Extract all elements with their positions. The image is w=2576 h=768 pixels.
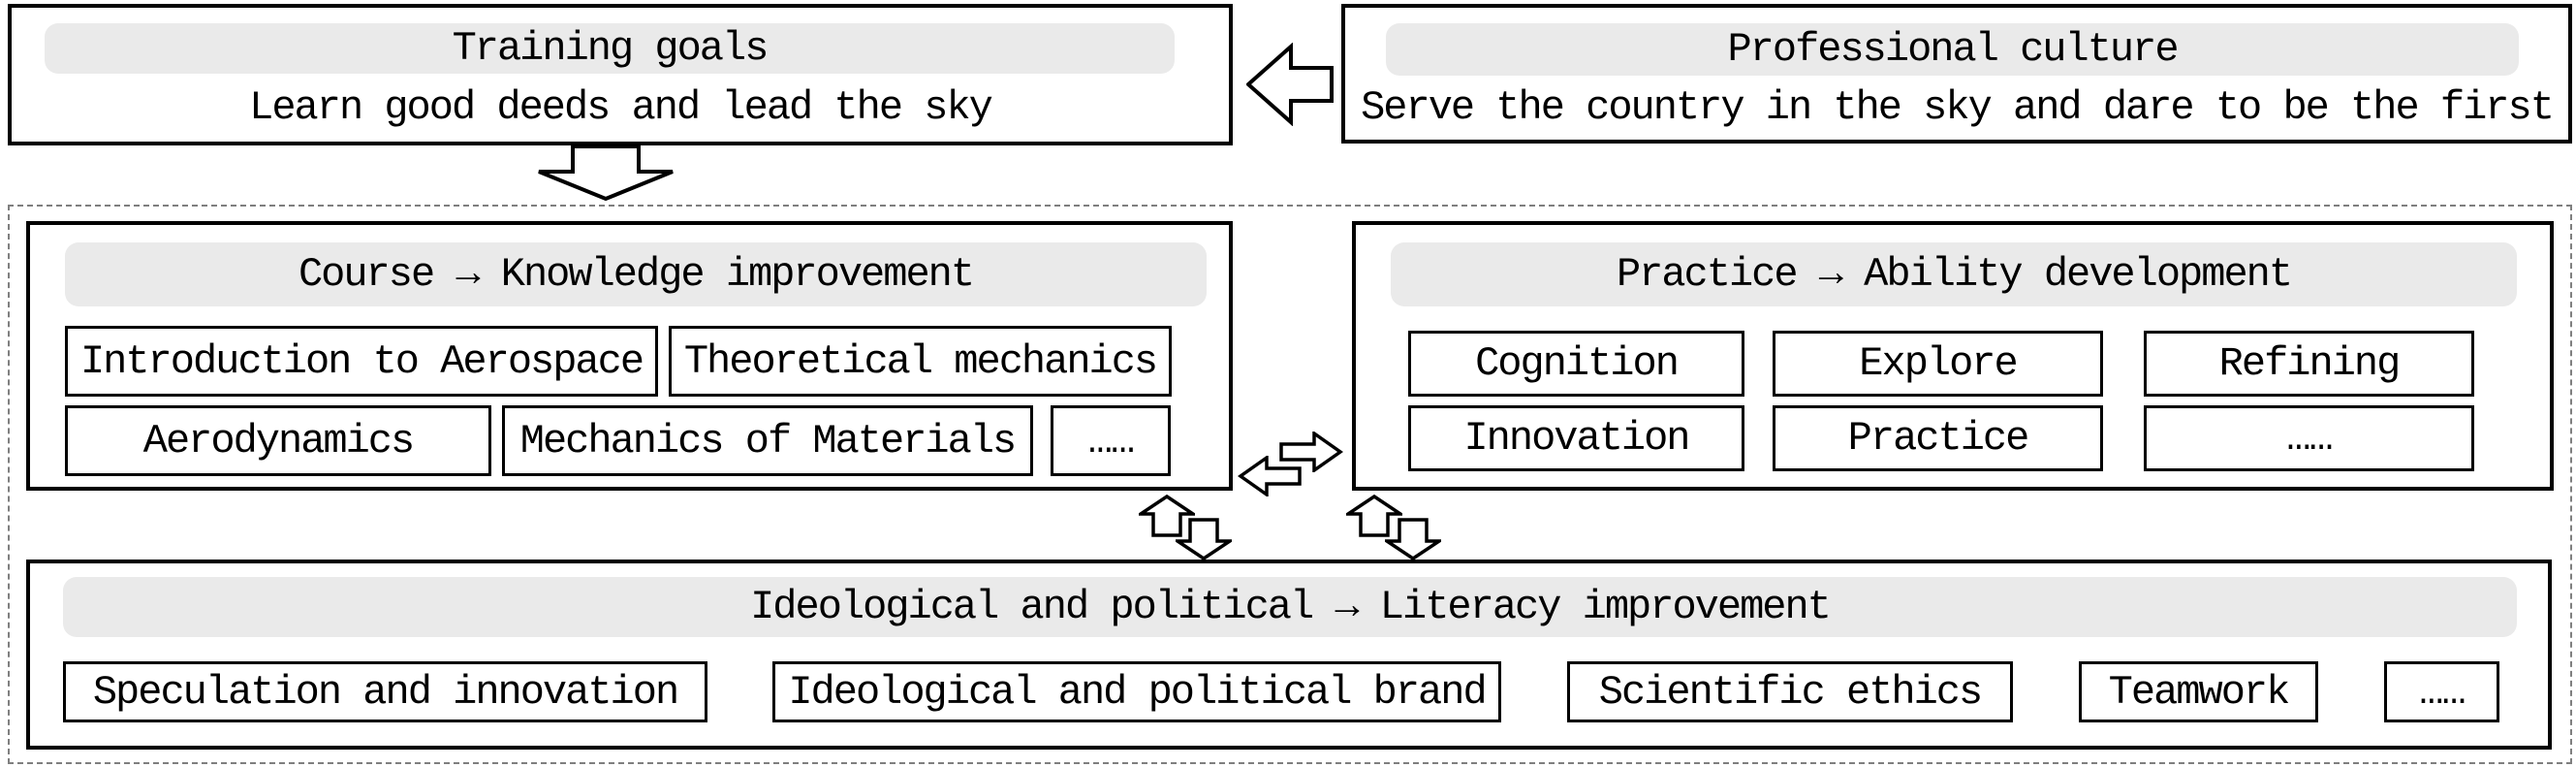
training-goals-subtitle: Learn good deeds and lead the sky [249, 84, 993, 131]
training-goals-title: Training goals [452, 25, 770, 72]
ideological-item: Scientific ethics [1567, 661, 2013, 722]
practice-item: Innovation [1408, 405, 1744, 471]
professional-culture-title: Professional culture [1727, 26, 2179, 73]
practice-box: Practice → Ability development Cognition… [1352, 221, 2554, 491]
course-item-ellipsis: …… [1051, 405, 1171, 476]
practice-item: Cognition [1408, 331, 1744, 397]
training-goals-box: Training goals Learn good deeds and lead… [8, 4, 1233, 145]
practice-item: Practice [1773, 405, 2103, 471]
exchange-left-icon [1238, 456, 1302, 496]
course-row-1: Introduction to Aerospace Theoretical me… [65, 326, 1229, 397]
ideological-box: Ideological and political → Literacy imp… [26, 560, 2552, 750]
course-item: Introduction to Aerospace [65, 326, 658, 397]
professional-culture-box: Professional culture Serve the country i… [1341, 4, 2572, 144]
practice-header: Practice → Ability development [1391, 242, 2517, 306]
ideological-header: Ideological and political → Literacy imp… [63, 577, 2517, 637]
practice-title: Practice → Ability development [1616, 251, 2293, 298]
practice-row-2: Innovation Practice …… [1408, 405, 2550, 471]
ideological-item-ellipsis: …… [2384, 661, 2499, 722]
ideological-row: Speculation and innovation Ideological a… [63, 661, 2548, 722]
course-item: Theoretical mechanics [669, 326, 1172, 397]
professional-culture-header: Professional culture [1386, 23, 2519, 76]
practice-item: Refining [2144, 331, 2474, 397]
practice-row-1: Cognition Explore Refining [1408, 331, 2550, 397]
ideological-title: Ideological and political → Literacy imp… [750, 584, 1832, 630]
ideological-item: Ideological and political brand [772, 661, 1501, 722]
practice-item-ellipsis: …… [2144, 405, 2474, 471]
arrow-left-icon [1246, 43, 1334, 126]
ideological-item: Teamwork [2079, 661, 2318, 722]
training-goals-header: Training goals [45, 23, 1175, 74]
dashed-container [8, 205, 2572, 764]
professional-culture-subtitle: Serve the country in the sky and dare to… [1361, 84, 2555, 131]
exchange-right-icon [1279, 432, 1343, 472]
course-box: Course → Knowledge improvement Introduct… [26, 221, 1233, 491]
down-arrow-icon [1385, 518, 1441, 560]
course-header: Course → Knowledge improvement [65, 242, 1207, 306]
up-arrow-icon [1139, 495, 1195, 537]
down-arrow-icon [1176, 518, 1232, 560]
course-item: Aerodynamics [65, 405, 491, 476]
arrow-down-icon [538, 144, 674, 202]
up-arrow-icon [1346, 495, 1402, 537]
course-row-2: Aerodynamics Mechanics of Materials …… [65, 405, 1229, 476]
practice-item: Explore [1773, 331, 2103, 397]
ideological-item: Speculation and innovation [63, 661, 707, 722]
course-item: Mechanics of Materials [502, 405, 1033, 476]
course-title: Course → Knowledge improvement [298, 251, 975, 298]
